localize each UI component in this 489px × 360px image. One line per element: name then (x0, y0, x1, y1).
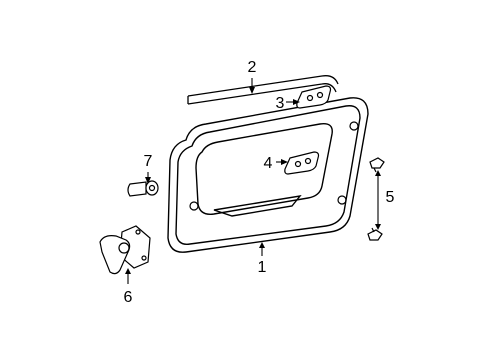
weatherstrip-part-2 (187, 75, 339, 105)
callout-2: 2 (248, 59, 257, 76)
callout-3: 3 (276, 95, 285, 112)
window-frame-part-1 (167, 97, 369, 253)
callout-1: 1 (258, 259, 267, 276)
frame-mounting-holes (189, 121, 359, 211)
latch-part-4 (284, 151, 320, 175)
leader-lines (127, 78, 379, 284)
callout-5: 5 (386, 189, 395, 206)
plug-part-7 (127, 180, 159, 197)
latch-part-3 (296, 85, 332, 109)
leader-arrowheads (125, 87, 381, 274)
callout-7: 7 (144, 153, 153, 170)
callout-4: 4 (264, 155, 273, 172)
hinge-bracket-part-6 (99, 225, 151, 275)
fastener-clips-part-5 (367, 157, 385, 241)
callout-6: 6 (124, 289, 133, 306)
